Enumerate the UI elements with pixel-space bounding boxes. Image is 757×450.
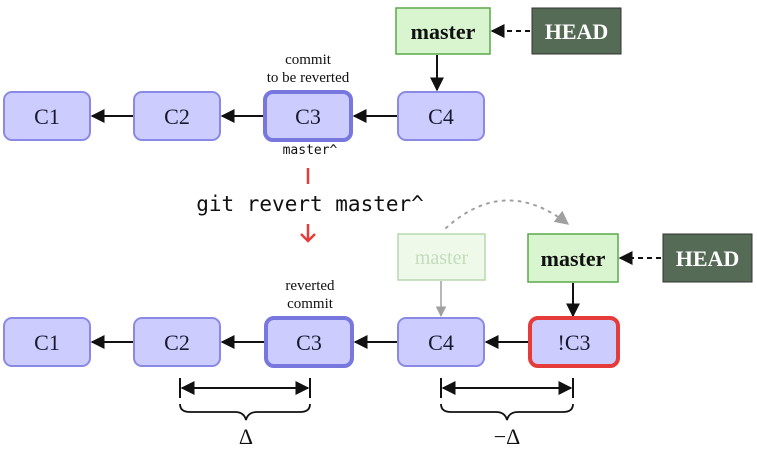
note-line1-after: reverted [285, 278, 335, 294]
delta-right-brace [440, 403, 574, 421]
head-label-before: HEAD [545, 19, 609, 44]
commit-c1-after-label: C1 [34, 330, 60, 355]
delta-left-label: Δ [239, 424, 253, 449]
commit-c1-before-label: C1 [34, 104, 60, 129]
head-box-before [531, 7, 622, 55]
head-box-after [662, 233, 753, 283]
note-line1-before: commit [285, 52, 332, 68]
commit-c2-after-label: C2 [164, 330, 190, 355]
commit-c4-after [397, 317, 485, 367]
command-text: git revert master^ [196, 192, 424, 216]
delta-left-brace [179, 403, 311, 421]
command-arrow-head [300, 233, 316, 243]
delta-right-label: −Δ [494, 424, 521, 449]
commit-c1-before [3, 91, 91, 141]
branch-box-before [395, 7, 491, 55]
commit-c3-after-label: C3 [296, 330, 322, 355]
head-label-after: HEAD [676, 246, 740, 271]
commit-c2-before [133, 91, 221, 141]
note-line2-after: commit [287, 296, 334, 312]
commit-revert-after-label: !C3 [558, 330, 591, 355]
note-line2-before: to be reverted [267, 70, 350, 86]
commit-revert-after [528, 316, 620, 368]
old-branch-label: master [415, 247, 469, 269]
commit-c4-before [397, 91, 485, 141]
commit-c3-before-label: C3 [295, 104, 321, 129]
branch-box-after [527, 233, 619, 283]
ref-label-before: master^ [283, 143, 338, 158]
commit-c3-before [263, 90, 353, 142]
branch-move-arrow [445, 199, 570, 229]
branch-label-after: master [541, 246, 606, 271]
old-branch-box [397, 233, 486, 281]
commit-c4-after-label: C4 [428, 330, 454, 355]
commit-c1-after [3, 317, 91, 367]
commit-c2-after [133, 317, 221, 367]
commit-c4-before-label: C4 [428, 104, 454, 129]
commit-c3-after [264, 316, 354, 368]
commit-c2-before-label: C2 [164, 104, 190, 129]
branch-label-before: master [411, 19, 476, 44]
